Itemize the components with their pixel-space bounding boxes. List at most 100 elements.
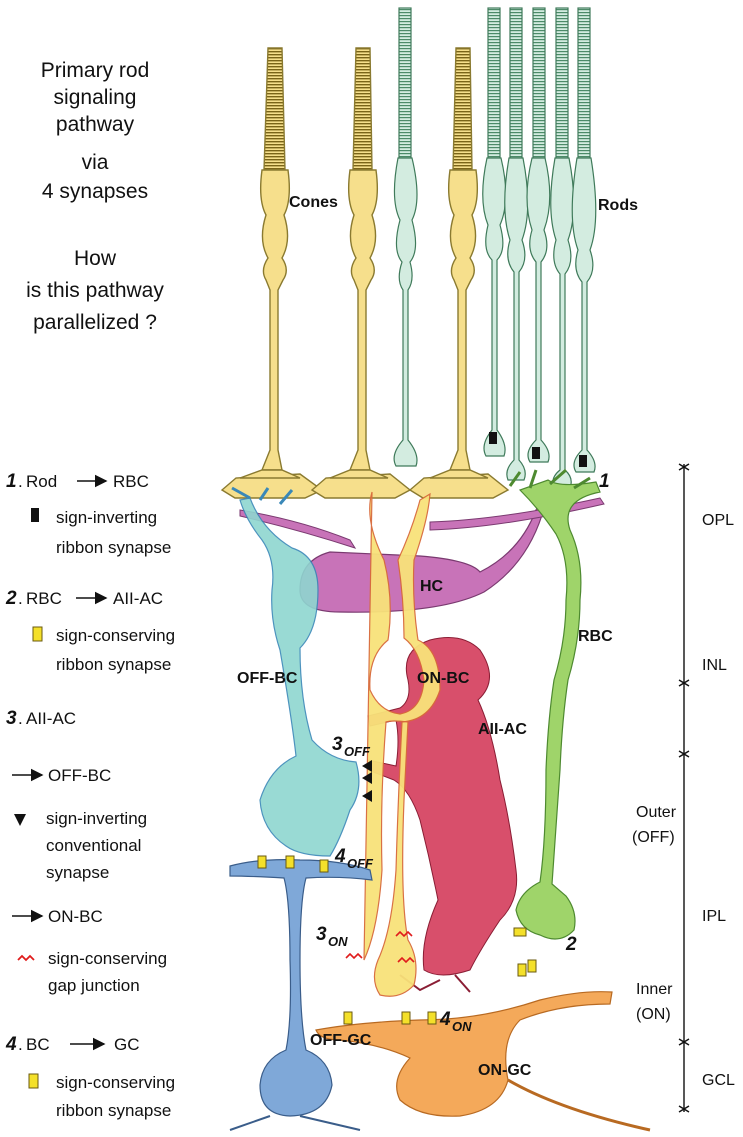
legend-desc: conventional xyxy=(46,836,141,855)
legend-desc: sign-conserving xyxy=(56,1073,175,1092)
conventional-synapse-icon xyxy=(14,814,26,826)
legend-step-number: 2 xyxy=(5,588,17,609)
layer-scale xyxy=(678,463,690,1113)
layer-opl: OPL xyxy=(702,512,734,529)
on-bipolar-cell xyxy=(363,491,441,997)
layer-ipl: IPL xyxy=(702,908,726,925)
conventional-synapse-marker xyxy=(362,790,372,802)
legend-desc: synapse xyxy=(46,863,109,882)
conventional-synapse-marker xyxy=(362,772,372,784)
layer-gcl: GCL xyxy=(702,1072,735,1089)
svg-text:.: . xyxy=(18,589,23,608)
synapse-label-1: 1 xyxy=(599,471,610,492)
label-rbc: RBC xyxy=(578,628,613,645)
svg-text:.: . xyxy=(18,472,23,491)
legend-step-4: 4 . BC GC sign-conserving ribbon synapse xyxy=(5,1034,175,1120)
layer-inl: INL xyxy=(702,657,727,674)
label-off-bc: OFF-BC xyxy=(237,670,298,687)
ribbon-synapse-marker xyxy=(401,1011,411,1025)
rod-bipolar-cell xyxy=(508,468,601,940)
layer-inner-sub: (ON) xyxy=(636,1006,671,1023)
legend-step-target: RBC xyxy=(113,472,149,491)
ribbon-synapse-marker xyxy=(427,1011,437,1025)
legend-desc: sign-conserving xyxy=(48,949,167,968)
layer-outer-sub: (OFF) xyxy=(632,829,675,846)
ribbon-synapse-icon xyxy=(31,508,39,522)
ribbon-synapse-marker xyxy=(517,963,527,977)
cell-labels: Cones Rods HC RBC ON-BC OFF-BC AII-AC OF… xyxy=(237,194,638,1079)
legend-step-3: 3 . AII-AC OFF-BC sign-inverting convent… xyxy=(6,708,167,995)
svg-text:.: . xyxy=(18,709,23,728)
label-off-gc: OFF-GC xyxy=(310,1032,372,1049)
legend-step-number: 4 xyxy=(5,1034,17,1055)
horizontal-cell xyxy=(239,485,605,613)
synapse-label-3on: 3 xyxy=(316,924,327,945)
legend-step-2: 2 . RBC AII-AC sign-conserving ribbon sy… xyxy=(5,588,175,674)
gap-junction-marker xyxy=(395,930,413,938)
cone-cell xyxy=(310,47,412,499)
intro-line: signaling xyxy=(54,86,137,109)
synapse-label-3on-sub: ON xyxy=(328,934,348,949)
synapse-label-4on: 4 xyxy=(439,1009,451,1030)
gap-junction-icon xyxy=(17,954,35,962)
legend-step-title: BC xyxy=(26,1035,50,1054)
legend-desc: ribbon synapse xyxy=(56,538,171,557)
intro-line: via xyxy=(82,151,109,174)
legend-step-title: Rod xyxy=(26,472,57,491)
ribbon-synapse-marker xyxy=(343,1011,353,1025)
legend: 1 . Rod RBC sign-inverting ribbon synaps… xyxy=(5,471,175,1120)
cone-cell xyxy=(408,47,510,499)
legend-step-number: 3 xyxy=(6,708,17,729)
synapse-label-3off: 3 xyxy=(332,734,343,755)
rod-cell xyxy=(482,7,507,457)
label-cones: Cones xyxy=(289,194,338,211)
legend-desc: sign-inverting xyxy=(46,809,147,828)
label-on-gc: ON-GC xyxy=(478,1062,532,1079)
ribbon-synapse-icon xyxy=(28,1073,39,1089)
legend-desc: ribbon synapse xyxy=(56,655,171,674)
label-hc: HC xyxy=(420,578,444,595)
ribbon-synapse-marker xyxy=(319,859,329,873)
legend-step-target: GC xyxy=(114,1035,140,1054)
question-line: is this pathway xyxy=(26,279,164,302)
ribbon-synapse-marker xyxy=(532,447,540,459)
cones xyxy=(220,47,510,499)
ribbon-synapse-marker xyxy=(257,855,267,869)
legend-step-target: ON-BC xyxy=(48,907,103,926)
synapse-markers xyxy=(257,760,537,1025)
rod-cell xyxy=(550,7,575,489)
off-ganglion-cell xyxy=(229,859,373,1131)
ribbon-synapse-icon xyxy=(32,626,43,642)
svg-text:.: . xyxy=(18,1035,23,1054)
legend-step-number: 1 xyxy=(6,471,17,492)
legend-step-target: OFF-BC xyxy=(48,766,111,785)
layer-outer: Outer xyxy=(636,804,677,821)
ribbon-synapse-marker xyxy=(513,927,527,937)
synapse-label-4off: 4 xyxy=(334,846,346,867)
intro-line: 4 synapses xyxy=(42,180,148,203)
intro-text: Primary rod signaling pathway via 4 syna… xyxy=(26,59,164,334)
legend-step-1: 1 . Rod RBC sign-inverting ribbon synaps… xyxy=(6,471,171,557)
gap-junction-marker xyxy=(397,956,415,964)
legend-step-title: AII-AC xyxy=(26,709,76,728)
synapse-labels: 1 2 3 OFF 4 OFF 3 ON 4 ON xyxy=(316,471,610,1034)
label-aii-ac: AII-AC xyxy=(478,721,527,738)
rod-cell xyxy=(526,7,551,463)
legend-desc: sign-inverting xyxy=(56,508,157,527)
gap-junction-marker xyxy=(345,952,363,960)
conventional-synapse-marker xyxy=(362,760,372,772)
synapse-label-3off-sub: OFF xyxy=(344,744,371,759)
layer-inner: Inner xyxy=(636,981,673,998)
ribbon-synapse-marker xyxy=(527,959,537,973)
ribbon-synapse-marker xyxy=(489,432,497,444)
synapse-label-4on-sub: ON xyxy=(452,1019,472,1034)
ribbon-synapse-marker xyxy=(285,855,295,869)
intro-line: pathway xyxy=(56,113,135,136)
question-line: parallelized ? xyxy=(33,311,157,334)
intro-line: Primary rod xyxy=(41,59,150,82)
legend-step-title: RBC xyxy=(26,589,62,608)
question-line: How xyxy=(74,247,117,270)
legend-desc: ribbon synapse xyxy=(56,1101,171,1120)
off-bipolar-cell xyxy=(231,486,360,857)
synapse-label-2: 2 xyxy=(565,934,577,955)
